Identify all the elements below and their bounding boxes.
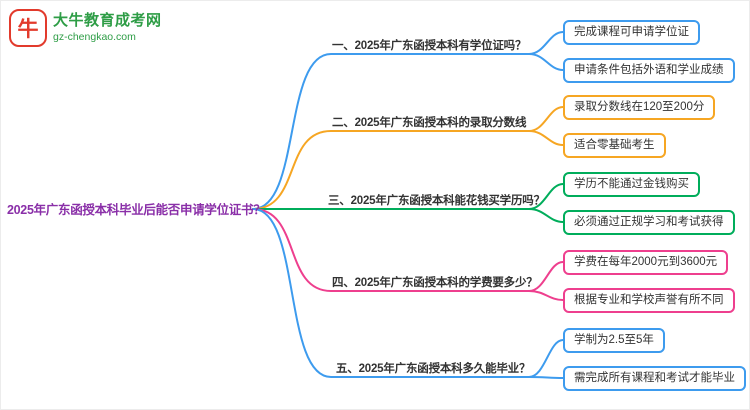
branch-label-4: 四、2025年广东函授本科的学费要多少？ <box>332 277 538 289</box>
branch-2-leaf-2-line <box>528 130 564 146</box>
site-name: 大牛教育成考网 <box>53 12 162 30</box>
branch-5-leaf-2-line <box>528 376 564 379</box>
leaf-node: 适合零基础考生 <box>563 133 666 158</box>
branch-label-2: 二、2025年广东函授本科的录取分数线 <box>332 117 527 129</box>
branch-2-leaf-1-line <box>528 106 564 132</box>
leaf-node: 必须通过正规学习和考试获得 <box>563 210 735 235</box>
logo-text: 大牛教育成考网 gz-chengkao.com <box>53 12 162 44</box>
branch-1-line <box>252 53 530 210</box>
leaf-node: 完成课程可申请学位证 <box>563 20 700 45</box>
branch-3-leaf-2-line <box>528 208 564 223</box>
branch-1-leaf-2-line <box>528 53 564 71</box>
leaf-node: 申请条件包括外语和学业成绩 <box>563 58 735 83</box>
branch-label-5: 五、2025年广东函授本科多久能毕业？ <box>336 363 531 375</box>
leaf-node: 学制为2.5至5年 <box>563 328 665 353</box>
leaf-node: 需完成所有课程和考试才能毕业 <box>563 366 746 391</box>
branch-4-leaf-2-line <box>528 290 564 301</box>
leaf-node: 根据专业和学校声誉有所不同 <box>563 288 735 313</box>
branch-label-1: 一、2025年广东函授本科有学位证吗？ <box>332 40 527 52</box>
leaf-node: 学费在每年2000元到3600元 <box>563 250 729 275</box>
leaf-node: 学历不能通过金钱购买 <box>563 172 700 197</box>
bull-logo-icon: 牛 <box>9 9 47 47</box>
branch-5-line <box>252 208 530 378</box>
branch-1-leaf-1-line <box>528 31 564 55</box>
site-url: gz-chengkao.com <box>53 30 136 43</box>
branch-5-leaf-1-line <box>528 339 564 378</box>
root-node: 2025年广东函授本科毕业后能否申请学位证书？ <box>7 203 266 217</box>
leaf-node: 录取分数线在120至200分 <box>563 95 716 120</box>
branch-label-3: 三、2025年广东函授本科能花钱买学历吗？ <box>328 195 545 207</box>
site-logo: 牛 大牛教育成考网 gz-chengkao.com <box>9 9 162 47</box>
